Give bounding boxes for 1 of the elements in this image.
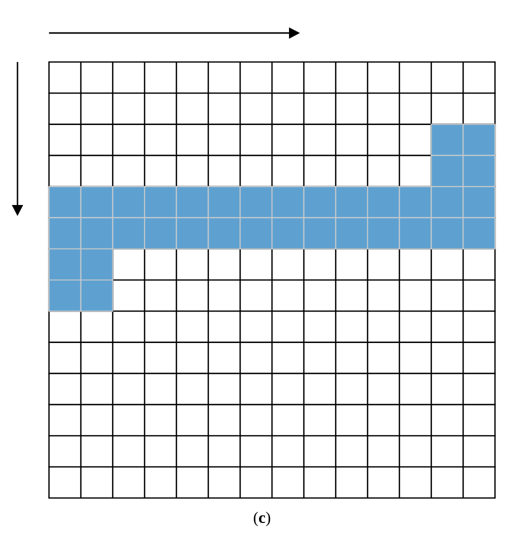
caption: (c) [254,512,270,526]
